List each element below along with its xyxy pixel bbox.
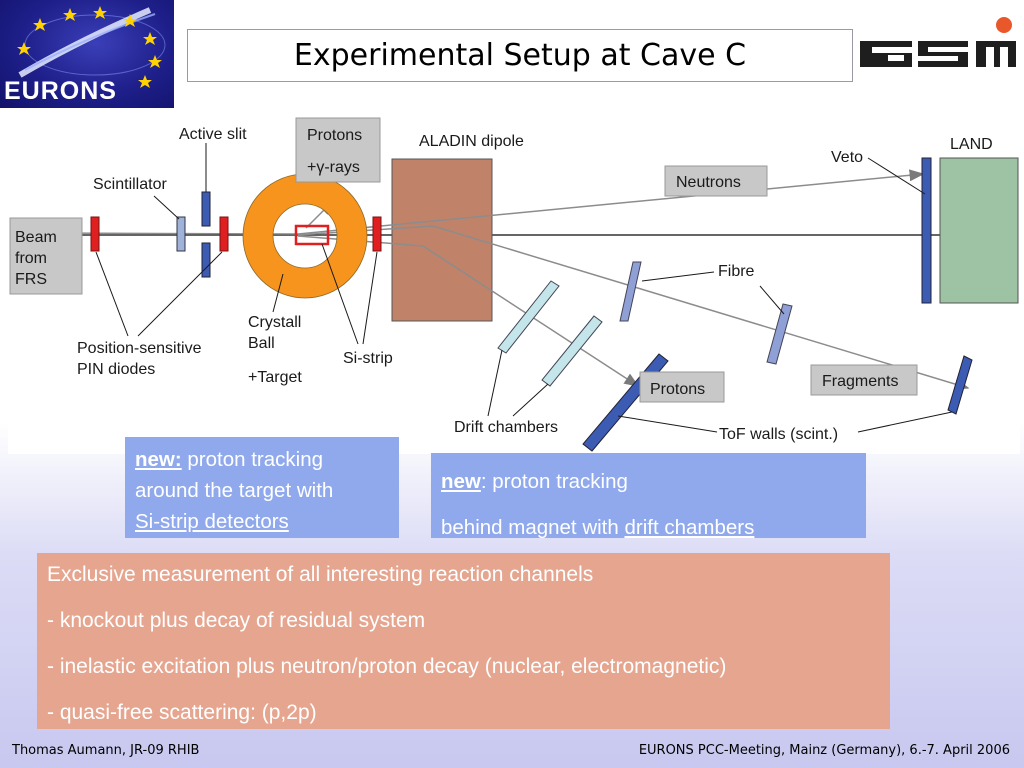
- protons-gamma-label-1: Protons: [307, 127, 362, 144]
- summary-line-3: - inelastic excitation plus neutron/prot…: [47, 655, 727, 678]
- note2-keyword: new: [441, 470, 481, 493]
- drift-chamber-1: [497, 280, 560, 354]
- summary-box: Exclusive measurement of all interesting…: [37, 553, 890, 729]
- drift-chamber-2: [541, 315, 603, 387]
- protons-right-label: Protons: [650, 381, 705, 398]
- beam-label-3: FRS: [15, 271, 47, 288]
- scintillator-label: Scintillator: [93, 176, 167, 193]
- neutron-trajectory: [297, 169, 925, 235]
- note1-keyword: new:: [135, 448, 182, 471]
- footer-author: Thomas Aumann, JR-09 RHIB: [12, 743, 200, 758]
- neutrons-label: Neutrons: [676, 174, 741, 191]
- pin-diode-1: [90, 216, 100, 252]
- beam-label-1: Beam: [15, 229, 57, 246]
- page-title: Experimental Setup at Cave C: [293, 38, 747, 73]
- summary-line-4: - quasi-free scattering: (p,2p): [47, 701, 317, 724]
- pin-diode-2: [219, 216, 229, 252]
- veto-detector: [921, 157, 932, 304]
- pin-diodes-label-1: Position-sensitive: [77, 340, 202, 357]
- protons-gamma-label-box: [295, 117, 381, 183]
- note-drift-chamber-tracking: new: proton tracking behind magnet with …: [431, 453, 866, 539]
- crystall-label-2: Ball: [248, 335, 275, 352]
- footer-meeting: EURONS PCC-Meeting, Mainz (Germany), 6.-…: [638, 743, 1010, 758]
- land-label: LAND: [950, 136, 993, 153]
- note1-line2: around the target with: [135, 479, 334, 502]
- note1-line3: Si-strip detectors: [135, 510, 289, 533]
- fibre-detector-1: [619, 261, 642, 322]
- note2-line2-plain: behind magnet with: [441, 516, 625, 539]
- si-strip-target: [294, 224, 330, 246]
- note1-line1: proton tracking: [181, 448, 324, 471]
- aladin-dipole: [391, 158, 493, 322]
- fragments-label: Fragments: [822, 373, 898, 390]
- active-slit-label: Active slit: [179, 126, 247, 143]
- fragments-label-box: [810, 364, 918, 396]
- beam-label-box: [9, 217, 83, 295]
- note2-line1: : proton tracking: [480, 470, 628, 493]
- gsi-logo-graphic: [860, 17, 1016, 67]
- gsi-logo: [858, 15, 1020, 71]
- veto-label: Veto: [831, 149, 863, 166]
- crystal-ball: [243, 174, 367, 298]
- setup-diagram: Beam from FRS Protons +γ-rays Neutrons F…: [8, 116, 1020, 454]
- land-detector: [939, 157, 1019, 304]
- fragment-trajectory: [432, 225, 970, 390]
- drift-chambers-label: Drift chambers: [454, 419, 558, 436]
- tof-walls-label: ToF walls (scint.): [719, 426, 838, 443]
- beam-label-2: from: [15, 250, 47, 267]
- si-strip-label: Si-strip: [343, 350, 393, 367]
- crystall-label-3: +Target: [248, 369, 302, 386]
- scintillator: [176, 216, 186, 252]
- summary-line-1: Exclusive measurement of all interesting…: [47, 563, 594, 586]
- active-slit-top: [201, 191, 211, 227]
- eurons-logo-graphic: [17, 6, 166, 88]
- fibre-label: Fibre: [718, 263, 755, 280]
- title-box: Experimental Setup at Cave C: [187, 29, 853, 82]
- pin-diodes-label-2: PIN diodes: [77, 361, 155, 378]
- neutrons-label-box: [664, 165, 768, 197]
- protons-gamma-label-2: +γ-rays: [307, 159, 360, 176]
- crystall-label-1: Crystall: [248, 314, 301, 331]
- active-slit-bottom: [201, 242, 211, 278]
- setup-diagram-svg: Beam from FRS Protons +γ-rays Neutrons F…: [9, 117, 1019, 452]
- note2-line2-underlined: drift chambers: [624, 516, 755, 539]
- leader-lines: [95, 143, 953, 433]
- note-si-strip-tracking: new: proton tracking around the target w…: [125, 437, 399, 538]
- eurons-logo: EURONS: [0, 0, 174, 108]
- fibre-detector-2: [766, 303, 793, 365]
- eurons-logo-text: EURONS: [4, 77, 117, 105]
- protons-right-label-box: [639, 371, 725, 403]
- tof-wall-2: [947, 355, 973, 415]
- aladin-label: ALADIN dipole: [419, 133, 524, 150]
- pin-diode-3: [372, 216, 382, 252]
- crystal-ball-inner-edge: [272, 203, 338, 269]
- summary-line-2: - knockout plus decay of residual system: [47, 609, 426, 632]
